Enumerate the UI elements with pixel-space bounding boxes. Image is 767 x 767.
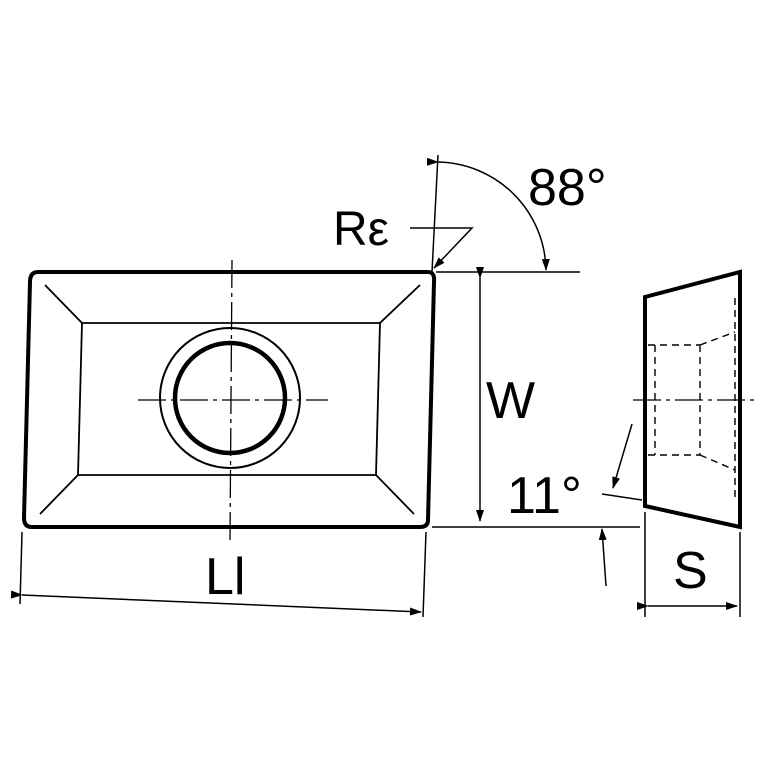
length-dimension-line (10, 590, 422, 616)
length-dimension (10, 531, 427, 618)
thickness-label: S (673, 542, 708, 600)
hole-counterbore (159, 327, 301, 469)
hole-bore (172, 340, 288, 456)
angle-88-dimension (426, 154, 580, 273)
clearance-angle-dimension (598, 423, 643, 587)
length-extension-left (19, 531, 23, 605)
clearance-angle-label: 11° (507, 467, 582, 525)
clearance-arrow-upper (612, 423, 633, 489)
insert-top-view (21, 259, 437, 541)
width-label: W (486, 372, 535, 430)
angle-88-label: 88° (528, 159, 607, 217)
insert-side-view (633, 269, 755, 530)
thickness-dimension (637, 512, 741, 617)
length-label: Ll (205, 548, 245, 606)
chamfer-line-bl (39, 474, 79, 515)
length-extension-right (422, 531, 427, 618)
chamfer-line-br (375, 474, 415, 515)
angle-arc (426, 157, 550, 271)
clearance-reference-line (601, 493, 643, 501)
chamfer-line-tl (44, 284, 83, 324)
corner-radius-label: Rε (333, 203, 389, 256)
corner-radius-leader (410, 227, 474, 269)
insert-outline (21, 270, 437, 529)
chamfer-line-tr (379, 284, 421, 324)
width-dimension (432, 267, 640, 528)
side-outline (643, 269, 742, 530)
edge-extension-line (431, 154, 439, 273)
hidden-hole-lines (648, 298, 736, 500)
clearance-arrow-lower (598, 528, 607, 587)
